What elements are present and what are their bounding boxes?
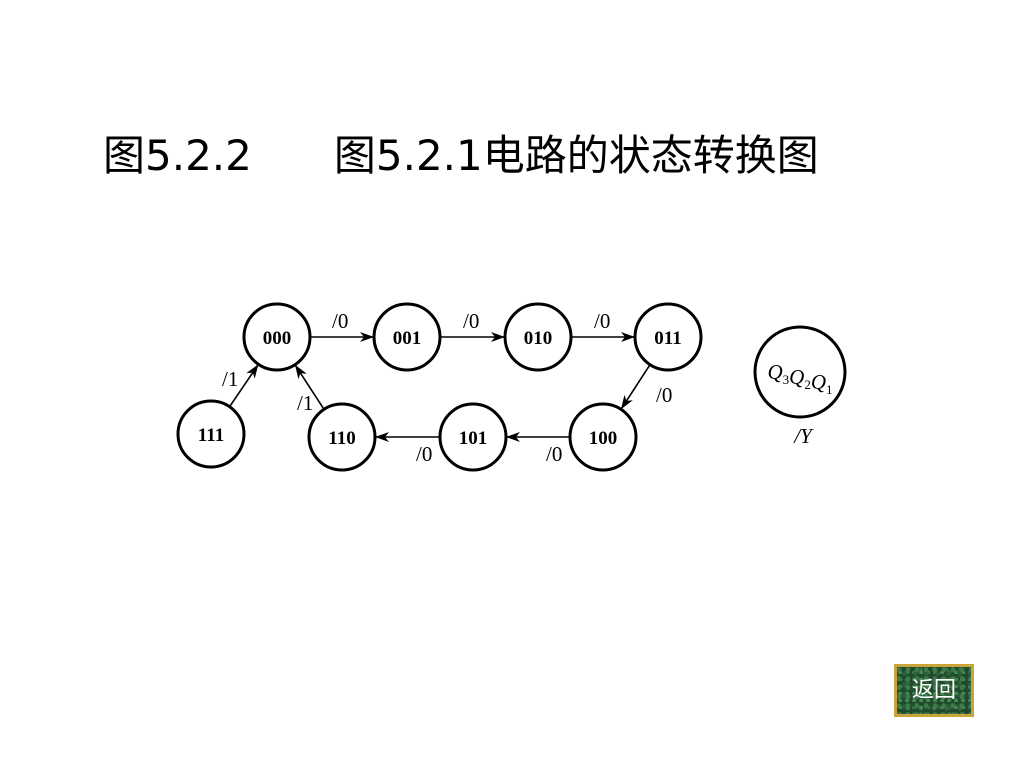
back-button[interactable]: 返回 — [894, 664, 974, 717]
state-label: 110 — [328, 428, 355, 449]
edge-label-000-001: /0 — [332, 309, 348, 333]
figure-number: 图5.2.2 — [103, 131, 252, 180]
state-circle — [307, 402, 377, 472]
edge-label-101-110: /0 — [416, 442, 432, 466]
state-node-011: 011 — [633, 302, 703, 372]
state-label: 111 — [198, 425, 224, 446]
edge-110-000 — [294, 364, 325, 410]
edge-011-100 — [620, 364, 651, 410]
state-label: 011 — [654, 328, 681, 349]
state-circle — [176, 399, 246, 469]
state-label: 010 — [524, 328, 553, 349]
legend: Q3Q2Q1 /Y — [753, 325, 847, 448]
state-circle — [372, 302, 442, 372]
legend-state-label: Q3Q2Q1 — [767, 360, 832, 397]
state-circle — [568, 402, 638, 472]
state-node-110: 110 — [307, 402, 377, 472]
edge-label-001-010: /0 — [463, 309, 479, 333]
state-label: 101 — [459, 428, 488, 449]
edge-label-110-000: /1 — [297, 391, 313, 415]
edge-label-111-000: /1 — [222, 367, 238, 391]
legend-subscript: 1 — [826, 382, 833, 397]
legend-var: Q — [811, 370, 826, 394]
legend-subscript: 3 — [783, 372, 790, 387]
state-node-100: 100 — [568, 402, 638, 472]
legend-output-label: /Y — [793, 424, 814, 448]
state-label: 001 — [393, 328, 422, 349]
state-node-111: 111 — [176, 399, 246, 469]
legend-var: Q — [789, 365, 804, 389]
legend-circle — [753, 325, 847, 419]
state-circle — [438, 402, 508, 472]
edge-label-100-101: /0 — [546, 442, 562, 466]
state-circle — [503, 302, 573, 372]
edge-label-011-100: /0 — [656, 383, 672, 407]
state-circle — [633, 302, 703, 372]
page-title: 图5.2.2 图5.2.1电路的状态转换图 — [103, 128, 983, 184]
state-circle — [242, 302, 312, 372]
state-node-101: 101 — [438, 402, 508, 472]
state-label: 000 — [263, 328, 292, 349]
state-node-010: 010 — [503, 302, 573, 372]
legend-subscript: 2 — [804, 377, 811, 392]
figure-caption: 图5.2.1电路的状态转换图 — [333, 131, 819, 180]
edge-label-010-011: /0 — [594, 309, 610, 333]
edge-111-000 — [228, 363, 260, 408]
legend-var: Q — [767, 360, 782, 384]
state-node-001: 001 — [372, 302, 442, 372]
state-node-000: 000 — [242, 302, 312, 372]
state-label: 100 — [589, 428, 618, 449]
